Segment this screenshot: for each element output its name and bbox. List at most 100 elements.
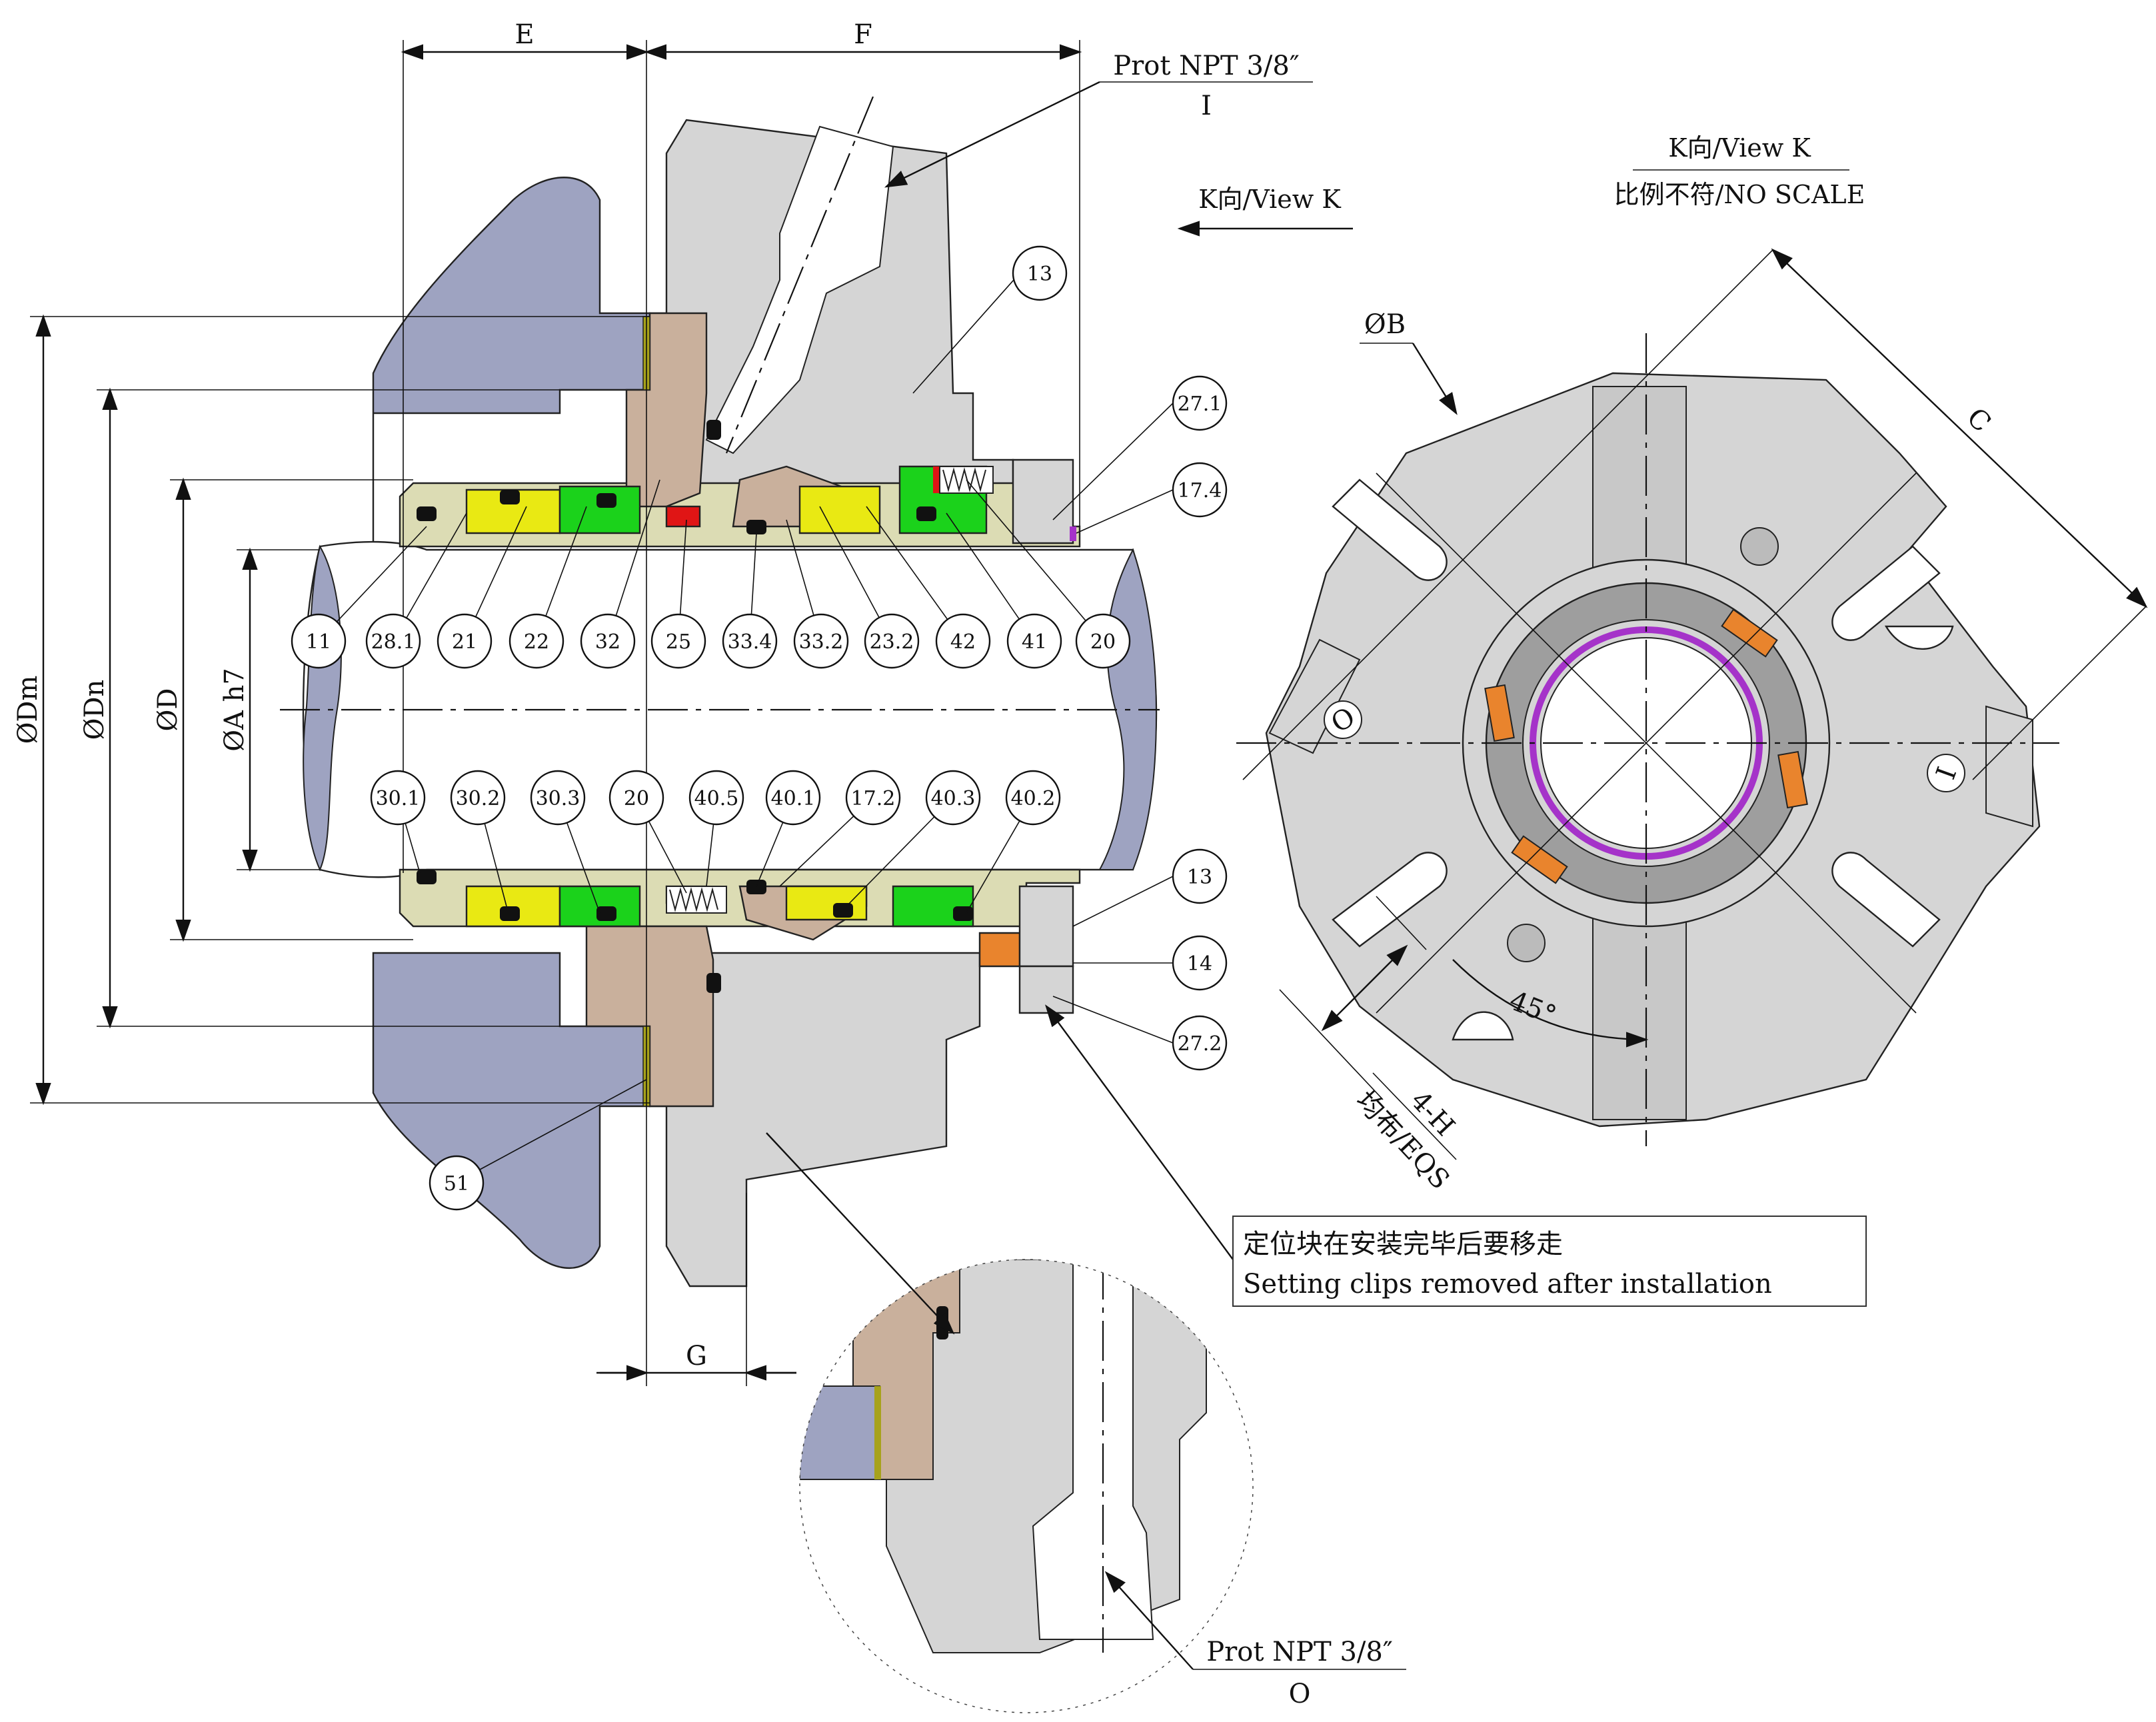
- red-ring-upper: [665, 505, 701, 528]
- o-rings: [417, 420, 973, 993]
- note-en: Setting clips removed after installation: [1243, 1269, 1772, 1299]
- svg-text:17.2: 17.2: [851, 787, 896, 810]
- clip-screw-upper: [1012, 458, 1074, 544]
- svg-text:27.1: 27.1: [1178, 393, 1222, 416]
- detail-view: Prot NPT 3/8″ O: [766, 1132, 1406, 1713]
- callouts-upper-row: 11 28.1 21 22 32 25 33.4 33.2 23.2 42 41…: [291, 613, 1131, 669]
- clip-key-purple: [1070, 526, 1076, 541]
- section-view: E F G ØDm ØDn ØD ØA h7 Prot NPT 3/8″ I K…: [13, 19, 1353, 1386]
- view-k-scale-note: 比例不符/NO SCALE: [1614, 180, 1865, 209]
- callout-bubble: 13: [1172, 848, 1228, 904]
- setting-clip-block: [1018, 885, 1074, 968]
- setting-clip-note: 定位块在安装完毕后要移走 Setting clips removed after…: [1045, 1004, 1867, 1307]
- detail-port: [1032, 1260, 1154, 1640]
- dim-Dm-label: ØDm: [13, 676, 43, 744]
- callout-bubble: 40.2: [1005, 770, 1061, 826]
- angle-arc: [1452, 959, 1649, 1048]
- callouts-lower-row: 30.1 30.2 30.3 20 40.5 40.1 17.2 40.3 40…: [370, 770, 1061, 826]
- callout-bubble: 28.1: [365, 613, 421, 669]
- callout-bubble: 13: [1012, 245, 1068, 301]
- setting-clip: [978, 932, 1021, 968]
- svg-text:41: 41: [1022, 630, 1047, 654]
- svg-text:28.1: 28.1: [371, 630, 416, 654]
- slot: [1332, 478, 1448, 581]
- svg-text:40.3: 40.3: [931, 787, 976, 810]
- callout-bubble: 30.3: [530, 770, 586, 826]
- callout-bubble: 11: [291, 613, 347, 669]
- callout-bubble: 20: [608, 770, 664, 826]
- svg-text:40.1: 40.1: [771, 787, 816, 810]
- svg-text:30.3: 30.3: [536, 787, 580, 810]
- dim-G-label: G: [686, 1341, 707, 1371]
- callout-bubble: 40.1: [765, 770, 821, 826]
- callout-bubble: 17.2: [845, 770, 901, 826]
- callout-bubble: 30.1: [370, 770, 426, 826]
- callout-bubble: 51: [429, 1155, 485, 1211]
- dim-Dn-label: ØDn: [79, 680, 110, 740]
- slot: [1831, 852, 1941, 948]
- svg-text:33.2: 33.2: [799, 630, 844, 654]
- dim-C-line: [1771, 248, 2148, 608]
- svg-text:17.4: 17.4: [1178, 479, 1222, 502]
- dim-E-label: E: [515, 19, 534, 50]
- yellow-ring-2: [798, 485, 881, 534]
- dim-C-label: C: [1961, 402, 1997, 438]
- view-k: K向/View K 比例不符/NO SCALE: [1236, 133, 2148, 1196]
- callout-bubble: 14: [1172, 935, 1228, 991]
- svg-text:33.4: 33.4: [728, 630, 772, 654]
- clip-screw-lower: [1018, 965, 1074, 1014]
- callouts-side: 13 27.1 17.4 13 14 27.2 51: [429, 245, 1228, 1211]
- callout-bubble: 25: [650, 613, 706, 669]
- callout-bubble: 27.2: [1172, 1015, 1228, 1071]
- pump-flange-upper: [372, 177, 651, 546]
- bottom-port-label: Prot NPT 3/8″: [1206, 1637, 1393, 1667]
- top-port-label: Prot NPT 3/8″: [1113, 51, 1300, 81]
- detail-gland: [800, 1385, 880, 1480]
- note-zh: 定位块在安装完毕后要移走: [1243, 1229, 1563, 1260]
- dim-F-label: F: [854, 19, 872, 50]
- view-k-arrow-label: K向/View K: [1198, 185, 1341, 214]
- svg-text:27.2: 27.2: [1178, 1032, 1222, 1056]
- callout-bubble: 27.1: [1172, 375, 1228, 431]
- callout-bubble: 22: [509, 613, 564, 669]
- top-port-code: I: [1201, 91, 1212, 121]
- slot: [1332, 852, 1448, 948]
- green-ring-1: [558, 485, 641, 534]
- detail-boundary: [799, 1259, 1254, 1713]
- pump-flange-lower: [372, 952, 651, 1269]
- callout-bubble: 33.4: [722, 613, 778, 669]
- svg-text:13: 13: [1027, 263, 1052, 286]
- svg-text:42: 42: [950, 630, 976, 654]
- callout-bubble: 41: [1006, 613, 1062, 669]
- view-k-title: K向/View K: [1668, 133, 1811, 163]
- svg-text:23.2: 23.2: [870, 630, 914, 654]
- svg-text:11: 11: [306, 630, 331, 654]
- callout-bubble: 40.3: [925, 770, 981, 826]
- callout-bubble: 40.5: [688, 770, 744, 826]
- callout-bubble: 23.2: [864, 613, 920, 669]
- svg-text:20: 20: [624, 787, 649, 810]
- dim-A-label: ØA h7: [219, 668, 250, 752]
- svg-text:40.5: 40.5: [694, 787, 739, 810]
- callout-bubble: 21: [437, 613, 493, 669]
- green-ring-3: [558, 885, 641, 928]
- svg-text:20: 20: [1090, 630, 1116, 654]
- stationary-face-holder-lower: [585, 925, 714, 1108]
- callout-bubble: 20: [1075, 613, 1131, 669]
- svg-text:14: 14: [1187, 952, 1212, 976]
- callout-bubble: 42: [935, 613, 991, 669]
- yellow-ring-4: [785, 885, 868, 921]
- port-centerline: [725, 96, 874, 454]
- svg-text:30.2: 30.2: [456, 787, 501, 810]
- svg-text:30.1: 30.1: [376, 787, 421, 810]
- slot-bottom-left: [1452, 1011, 1514, 1041]
- slot-top-right: [1884, 625, 1954, 650]
- dim-H-line: [1321, 944, 1408, 1032]
- dim-D-label: ØD: [153, 688, 183, 732]
- callout-bubble: 32: [580, 613, 636, 669]
- spring-lower: [666, 886, 727, 914]
- port-bore: [705, 125, 894, 454]
- callout-bubble: 33.2: [793, 613, 849, 669]
